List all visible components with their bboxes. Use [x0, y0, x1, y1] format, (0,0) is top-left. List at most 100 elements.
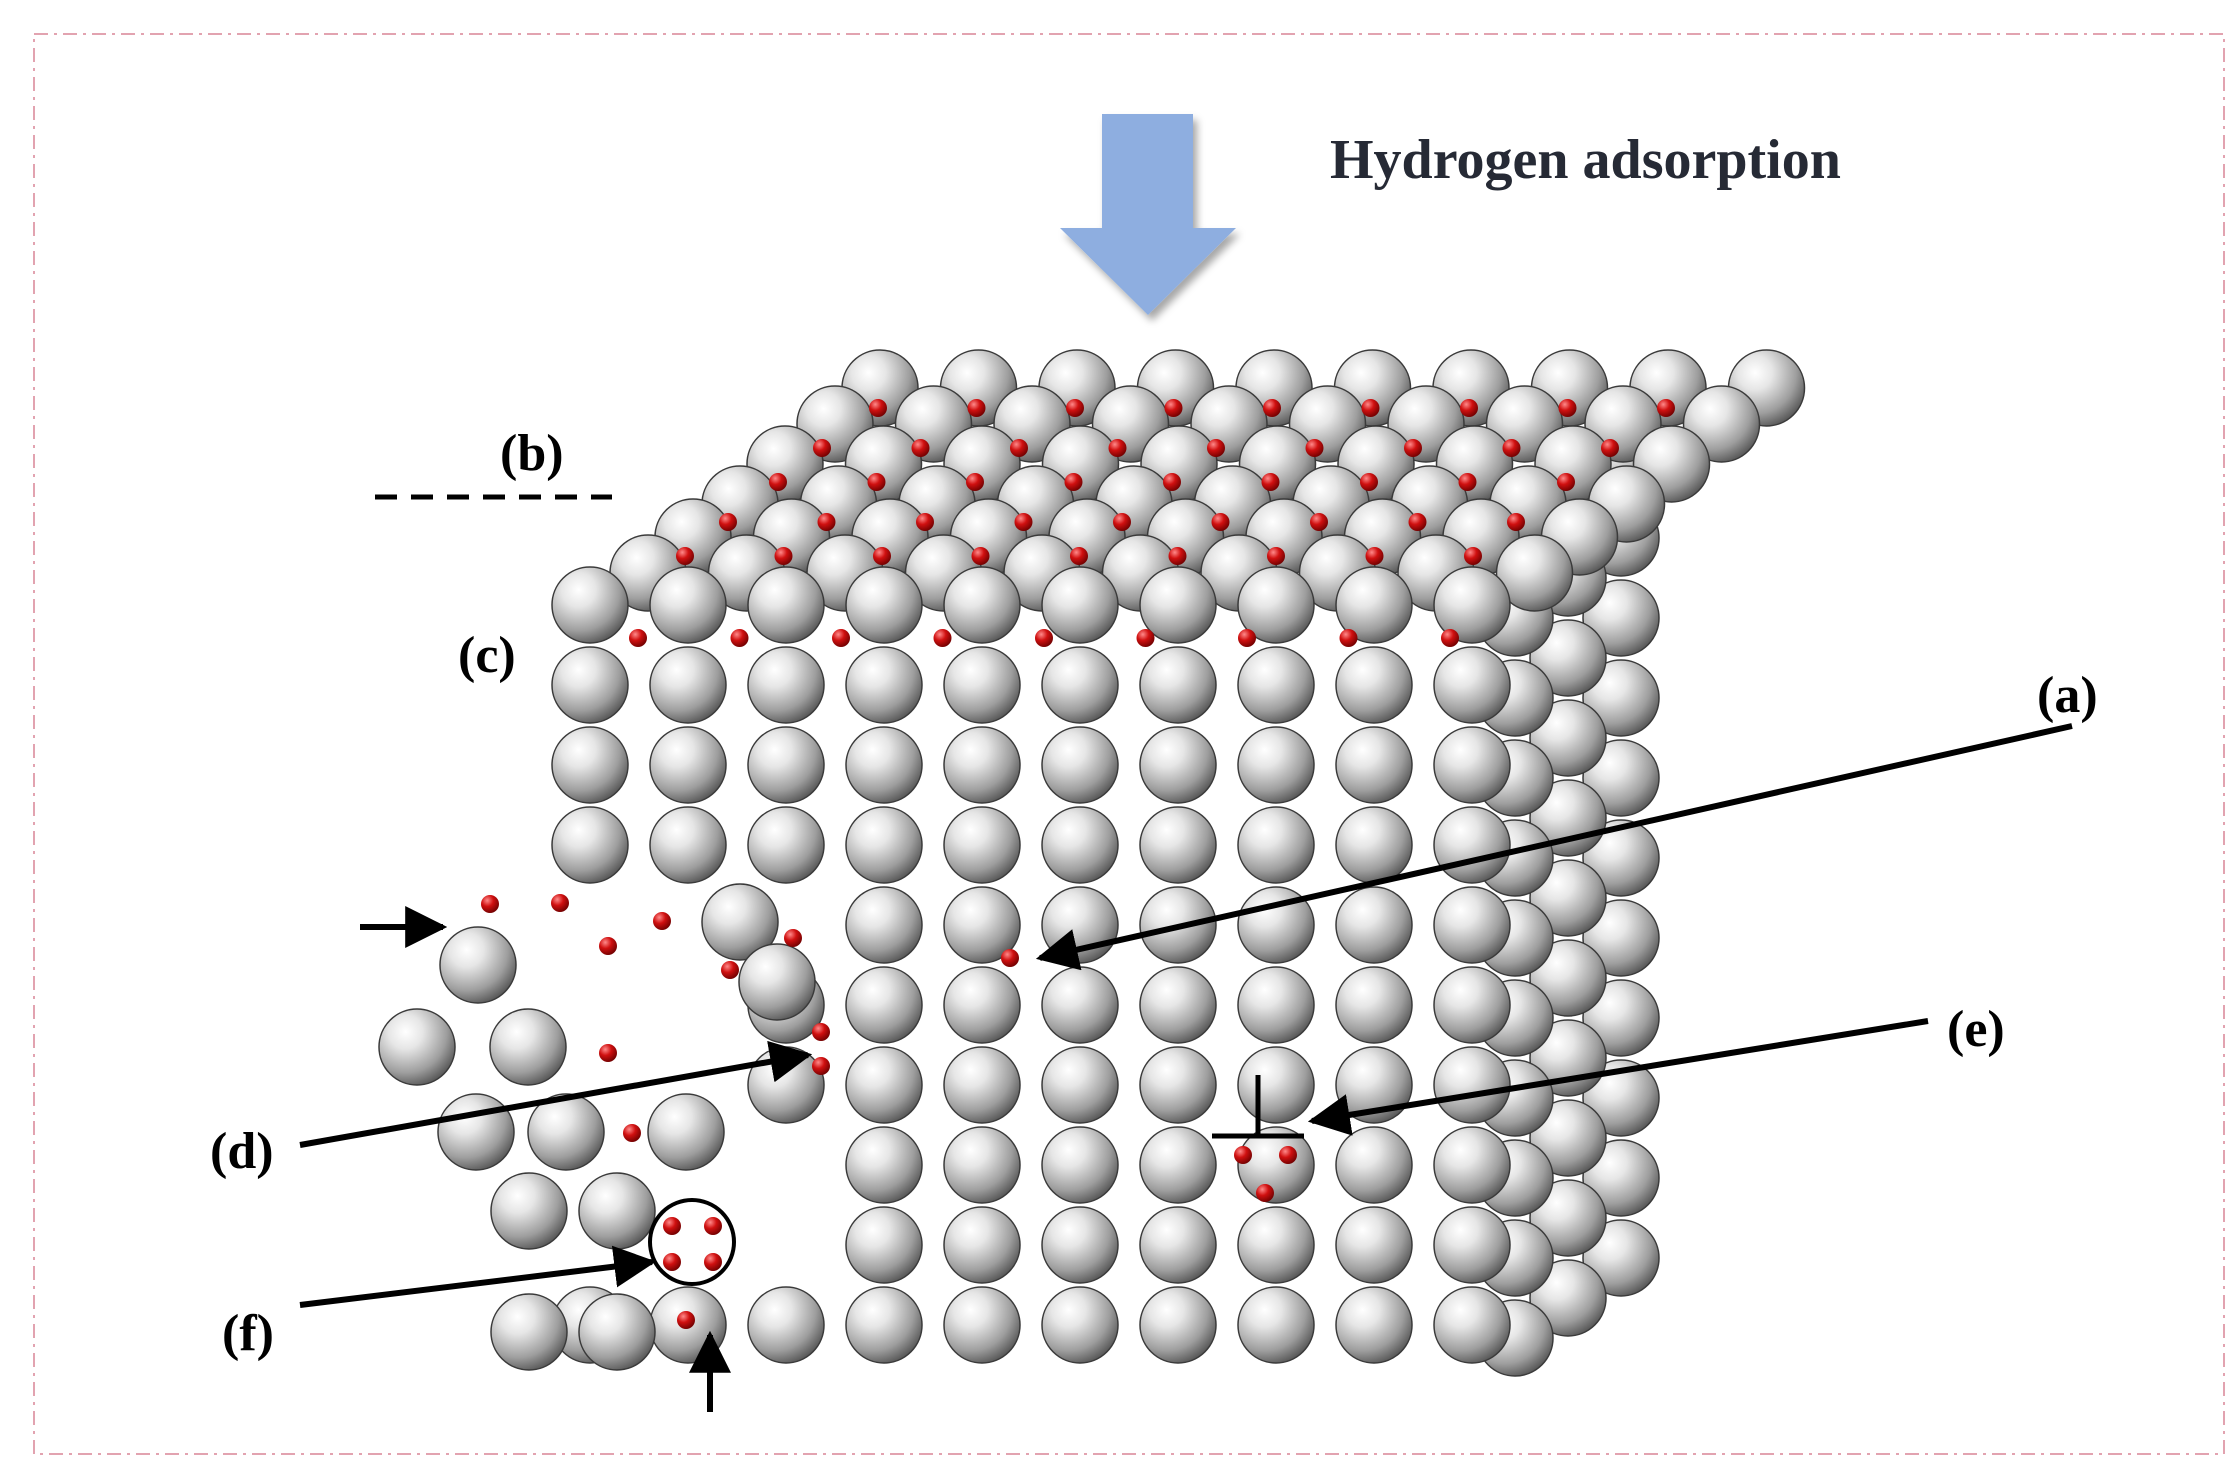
- bulk-atom: [747, 1286, 825, 1364]
- bulk-atom: [1041, 1286, 1119, 1364]
- bulk-atom: [551, 806, 629, 884]
- adsorbed-hydrogen: [1408, 513, 1427, 531]
- bulk-atom: [1041, 1126, 1119, 1204]
- adsorbed-hydrogen: [1458, 473, 1477, 491]
- bulk-atom: [1237, 1206, 1315, 1284]
- subsurface-hydrogen: [1136, 629, 1155, 647]
- bulk-atom: [1433, 1046, 1511, 1124]
- bulk-atom: [1335, 566, 1413, 644]
- bulk-atom: [747, 566, 825, 644]
- bulk-atom: [1041, 726, 1119, 804]
- bulk-atom: [1237, 726, 1315, 804]
- adsorbed-hydrogen: [1460, 399, 1478, 417]
- adsorbed-hydrogen: [1261, 473, 1280, 491]
- bulk-atom: [1433, 646, 1511, 724]
- bulk-atom: [845, 1046, 923, 1124]
- bulk-atom: [943, 966, 1021, 1044]
- bulk-atom: [1237, 1126, 1315, 1204]
- bulk-atom: [1237, 1286, 1315, 1364]
- bulk-atom: [1433, 1206, 1511, 1284]
- displaced-atom: [647, 1093, 725, 1171]
- subsurface-hydrogen: [629, 629, 647, 647]
- adsorbed-hydrogen: [966, 473, 984, 491]
- atom-lattice: [378, 349, 1806, 1377]
- adsorbed-hydrogen: [1365, 547, 1384, 565]
- bulk-atom: [943, 646, 1021, 724]
- hydrogen-atom: [677, 1311, 695, 1329]
- displaced-atom: [489, 1008, 567, 1086]
- bulk-atom: [943, 1046, 1021, 1124]
- label-e: (e): [1947, 1001, 2005, 1058]
- arrow-a: [1035, 723, 2073, 971]
- side-atom: [1582, 979, 1660, 1057]
- displaced-atom: [439, 926, 517, 1004]
- subsurface-hydrogen: [933, 629, 952, 647]
- hydrogen-atom: [812, 1057, 830, 1075]
- bulk-atom: [1335, 966, 1413, 1044]
- bulk-atom: [1335, 1126, 1413, 1204]
- adsorption-arrow: [1060, 114, 1236, 315]
- adsorbed-hydrogen: [1361, 399, 1380, 417]
- adsorbed-hydrogen: [1558, 399, 1577, 417]
- bulk-atom: [1139, 1046, 1217, 1124]
- adsorbed-hydrogen: [967, 399, 986, 417]
- adsorbed-hydrogen: [1657, 399, 1675, 417]
- bulk-atom: [943, 1206, 1021, 1284]
- adsorbed-hydrogen: [1404, 439, 1422, 457]
- adsorbed-hydrogen: [971, 547, 990, 565]
- adsorbed-hydrogen: [1014, 513, 1033, 531]
- bulk-atom: [551, 646, 629, 724]
- side-atom: [1582, 1059, 1660, 1137]
- bulk-atom: [1139, 566, 1217, 644]
- bulk-atom: [845, 566, 923, 644]
- hydrogen-atom: [1001, 949, 1019, 967]
- adsorbed-hydrogen: [1360, 473, 1378, 491]
- subsurface-hydrogen: [1441, 629, 1459, 647]
- pointer-arrows: [299, 723, 2073, 1412]
- bulk-atom: [1139, 726, 1217, 804]
- adsorbed-hydrogen: [869, 399, 887, 417]
- hydrogen-atom: [784, 929, 802, 947]
- bulk-atom: [1041, 806, 1119, 884]
- bulk-atom: [943, 1126, 1021, 1204]
- subsurface-hydrogen: [832, 629, 850, 647]
- bulk-atom: [649, 646, 727, 724]
- bulk-atom: [1335, 886, 1413, 964]
- bulk-atom: [1237, 806, 1315, 884]
- adsorbed-hydrogen: [817, 513, 836, 531]
- subsurface-hydrogen: [1339, 629, 1358, 647]
- arrow-f: [299, 1245, 657, 1308]
- bulk-atom: [551, 726, 629, 804]
- hydrogen-atom: [481, 895, 499, 913]
- hydrogen-atom: [1234, 1146, 1252, 1164]
- bulk-atom: [551, 566, 629, 644]
- bulk-atom: [747, 646, 825, 724]
- bulk-atom: [943, 886, 1021, 964]
- bulk-atom: [1433, 806, 1511, 884]
- adsorbed-hydrogen: [1502, 439, 1521, 457]
- surface-atom: [1495, 534, 1574, 612]
- displaced-atom: [490, 1293, 568, 1371]
- bulk-atom: [1335, 726, 1413, 804]
- side-atom: [1529, 1259, 1607, 1337]
- bulk-atom: [845, 1286, 923, 1364]
- adsorbed-hydrogen: [676, 547, 694, 565]
- displaced-atom: [578, 1172, 656, 1250]
- bulk-atom: [1335, 806, 1413, 884]
- bulk-atom: [1041, 646, 1119, 724]
- bulk-atom: [1139, 1206, 1217, 1284]
- side-atom: [1529, 619, 1607, 697]
- side-atom: [1529, 859, 1607, 937]
- displaced-atom: [527, 1093, 605, 1171]
- arrow-e: [1307, 1018, 1929, 1136]
- hydrogen-atom: [551, 894, 569, 912]
- adsorbed-hydrogen: [1010, 439, 1028, 457]
- bulk-atom: [1139, 1286, 1217, 1364]
- adsorbed-hydrogen: [719, 513, 737, 531]
- bulk-atom: [1041, 966, 1119, 1044]
- adsorbed-hydrogen: [1211, 513, 1230, 531]
- adsorbed-hydrogen: [1507, 513, 1525, 531]
- bulk-atom: [1433, 886, 1511, 964]
- hydrogen-atom: [663, 1217, 681, 1235]
- hydrogen-atom: [704, 1217, 722, 1235]
